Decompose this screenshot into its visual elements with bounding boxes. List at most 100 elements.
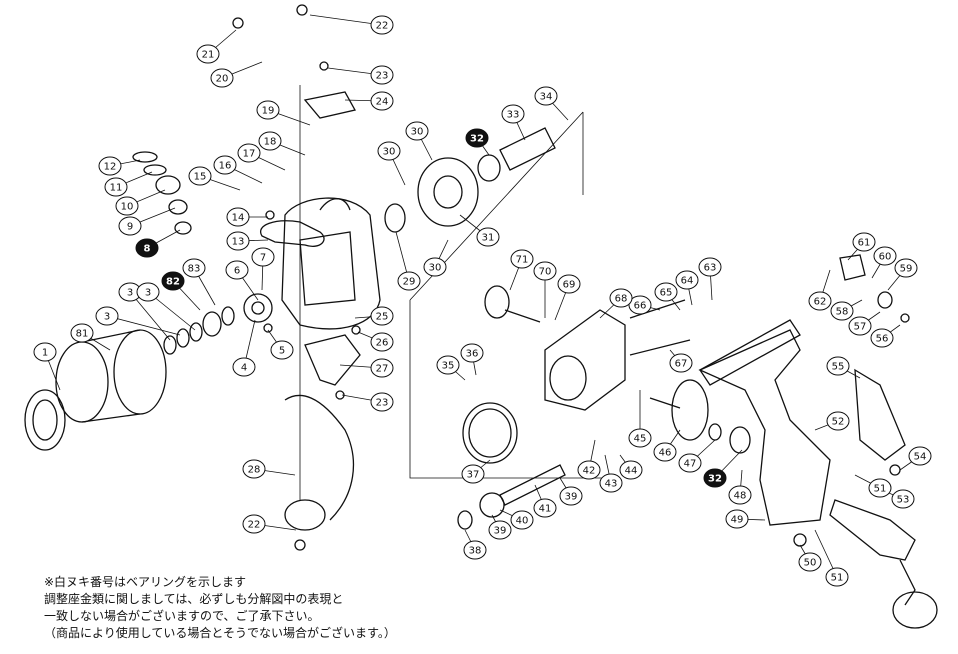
part-callout-circle <box>476 227 500 247</box>
part-59 <box>877 291 893 309</box>
part-callout-circle <box>826 411 850 431</box>
part-number-10: 10 <box>121 202 134 213</box>
part-number-20: 20 <box>216 74 229 85</box>
screw-56 <box>900 313 910 323</box>
part-number-52: 52 <box>832 417 845 428</box>
part-number-55: 55 <box>832 362 845 373</box>
part-callout-circle <box>868 478 892 498</box>
part-callout-circle <box>653 442 677 462</box>
handle-arm <box>899 559 916 606</box>
part-number-27: 27 <box>376 364 389 375</box>
part-number-28: 28 <box>248 465 261 476</box>
part-callout-circle <box>436 355 460 375</box>
part-number-11: 11 <box>110 183 123 194</box>
sideplate-49 <box>698 329 831 526</box>
washer-3c <box>189 322 203 342</box>
part-31-inner <box>433 175 463 209</box>
bearing-callout-circle <box>135 238 159 258</box>
leader-line <box>106 315 181 336</box>
part-callout-circle <box>678 453 702 473</box>
part-number-29: 29 <box>403 277 416 288</box>
washer-3b <box>176 328 190 348</box>
part-callout-circle <box>619 460 643 480</box>
part-number-47: 47 <box>684 459 697 470</box>
part-callout-circle <box>698 257 722 277</box>
part-number-39: 39 <box>565 492 578 503</box>
part-24 <box>303 91 356 119</box>
part-callout-circle <box>70 323 94 343</box>
part-number-41: 41 <box>539 504 552 515</box>
ring-37-inner <box>468 408 512 458</box>
part-callout-circle <box>251 247 275 267</box>
leader-line <box>129 291 171 341</box>
leader-line <box>309 14 383 26</box>
part-10 <box>155 175 181 195</box>
part-callout-circle <box>654 282 678 302</box>
part-callout-circle <box>609 288 633 308</box>
part-number-30: 30 <box>429 263 442 274</box>
spool-front <box>55 341 109 423</box>
part-27 <box>304 334 361 386</box>
handle-knob <box>892 591 938 629</box>
part-callout-circle <box>405 121 429 141</box>
screw-26 <box>351 325 361 335</box>
part-callout-circle <box>118 216 142 236</box>
part-number-38: 38 <box>469 546 482 557</box>
part-number-25: 25 <box>376 312 389 323</box>
part-number-61: 61 <box>858 238 871 249</box>
part-38 <box>457 510 473 530</box>
part-callout-circle <box>725 509 749 529</box>
part-callout-circle <box>559 486 583 506</box>
part-number-3: 3 <box>104 312 110 323</box>
part-callout-circle <box>728 485 752 505</box>
part-callout-circle <box>510 510 534 530</box>
gear-6-hub <box>251 301 265 315</box>
part-number-48: 48 <box>734 491 747 502</box>
part-callout-circle <box>577 460 601 480</box>
part-number-14: 14 <box>232 213 245 224</box>
part-number-51: 51 <box>831 573 844 584</box>
screw-21 <box>232 17 244 29</box>
part-number-23: 23 <box>376 398 389 409</box>
note-washer-2: 一致しない場合がございますので、ご了承下さい。 <box>44 609 320 623</box>
part-number-45: 45 <box>634 434 647 445</box>
rotor-window <box>299 231 356 306</box>
part-61 <box>839 254 866 281</box>
part-number-67: 67 <box>675 359 688 370</box>
part-number-32: 32 <box>708 474 722 485</box>
part-number-labels: 1333456789101112131415161718192021222223… <box>33 15 932 587</box>
part-callout-circle <box>226 207 250 227</box>
body-68 <box>544 309 626 411</box>
washer-3a <box>163 335 177 355</box>
part-number-3: 3 <box>127 288 133 299</box>
part-number-23: 23 <box>376 71 389 82</box>
part-callout-circle <box>826 356 850 376</box>
part-number-51: 51 <box>874 484 887 495</box>
part-number-53: 53 <box>897 495 910 506</box>
part-number-71: 71 <box>516 255 529 266</box>
bearing-8 <box>174 221 192 235</box>
part-callout-circle <box>370 392 394 412</box>
part-number-49: 49 <box>731 515 744 526</box>
part-number-82: 82 <box>166 277 180 288</box>
part-number-17: 17 <box>243 149 256 160</box>
knob-1-inner <box>32 399 58 441</box>
part-callout-circle <box>628 295 652 315</box>
part-number-1: 1 <box>42 348 48 359</box>
part-callout-circle <box>510 249 534 269</box>
knob-1 <box>24 389 66 451</box>
part-number-58: 58 <box>836 307 849 318</box>
part-number-42: 42 <box>583 466 596 477</box>
note-washer-3: （商品により使用している場合とそうでない場合がございます。） <box>44 626 396 640</box>
body-68-bore <box>549 355 587 401</box>
part-number-44: 44 <box>625 466 638 477</box>
part-callout-circle <box>370 15 394 35</box>
part-number-66: 66 <box>634 301 647 312</box>
shaft-41 <box>499 464 566 506</box>
part-number-33: 33 <box>507 110 520 121</box>
part-number-5: 5 <box>279 346 285 357</box>
foot-plate <box>699 319 801 386</box>
part-number-70: 70 <box>539 267 552 278</box>
part-callout-circle <box>370 358 394 378</box>
